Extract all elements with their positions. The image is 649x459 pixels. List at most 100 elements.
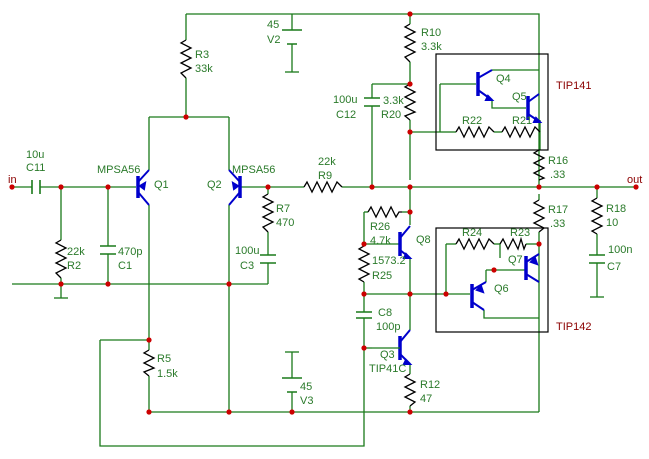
capacitor-c11 (31, 180, 41, 194)
label-c12-value: 100u (333, 94, 357, 106)
capacitor-c3 (260, 254, 276, 264)
label-q7: Q7 (508, 254, 523, 266)
label-q3-type: TIP41C (369, 363, 406, 375)
resistor-r24 (455, 237, 495, 251)
tip142-box (435, 227, 549, 333)
label-c8-value: 100p (376, 321, 400, 333)
resistor-r20 (403, 83, 417, 121)
label-v2: V2 (267, 34, 280, 46)
label-c11-value: 10u (26, 149, 44, 161)
label-r24: R24 (462, 227, 482, 239)
resistor-r3 (179, 39, 193, 79)
resistor-r9 (303, 180, 343, 194)
label-c3-value: 100u (235, 245, 259, 257)
label-tip142: TIP142 (556, 321, 591, 333)
transistor-q8 (398, 225, 413, 259)
resistor-r16 (532, 149, 546, 181)
label-q3: Q3 (380, 349, 395, 361)
label-q1-type: MPSA56 (97, 164, 140, 176)
batteries (282, 29, 302, 393)
label-r18: R18 (606, 203, 626, 215)
transistor-q7 (524, 253, 540, 283)
label-v3: V3 (300, 395, 313, 407)
tip141-box (435, 53, 549, 151)
output-terminal[interactable] (633, 184, 639, 190)
battery-v2 (282, 29, 302, 45)
label-r20: R20 (381, 109, 401, 121)
label-r25-value: 1573.2 (372, 255, 406, 267)
capacitor-c8 (356, 311, 372, 319)
label-r10-value: 3.3k (421, 41, 442, 53)
label-r17-value: .33 (550, 218, 565, 230)
capacitors (31, 97, 605, 319)
label-r5: R5 (157, 353, 171, 365)
label-c3: C3 (240, 260, 254, 272)
resistor-r12 (403, 373, 417, 407)
label-in: in (8, 174, 17, 186)
battery-v3 (282, 377, 302, 393)
label-q8: Q8 (416, 234, 431, 246)
label-r17: R17 (548, 204, 568, 216)
label-r25: R25 (372, 270, 392, 282)
label-c8: C8 (378, 307, 392, 319)
wires (12, 13, 636, 447)
label-r2-value: 22k (67, 246, 85, 258)
capacitor-c1 (100, 245, 116, 255)
transistor-q3 (398, 329, 413, 365)
label-q5: Q5 (512, 91, 527, 103)
label-tip141: TIP141 (556, 80, 591, 92)
label-out: out (627, 174, 642, 186)
label-c1-value: 470p (118, 246, 142, 258)
resistor-r10 (403, 23, 417, 63)
label-r16: R16 (548, 155, 568, 167)
label-r2: R2 (67, 260, 81, 272)
input-terminal[interactable] (9, 184, 15, 190)
label-r7: R7 (276, 203, 290, 215)
resistor-r17 (532, 199, 546, 233)
label-q4: Q4 (496, 73, 511, 85)
resistor-r5 (142, 349, 156, 377)
label-r26: R26 (370, 221, 390, 233)
resistor-r25 (357, 245, 371, 283)
label-r3-value: 33k (195, 63, 213, 75)
label-c11: C11 (26, 162, 45, 174)
resistor-r7 (261, 193, 275, 233)
label-r3: R3 (195, 49, 209, 61)
label-r26-value: 4.7k (370, 235, 391, 247)
label-q2: Q2 (207, 179, 222, 191)
resistors (54, 23, 604, 407)
resistor-r22 (455, 125, 495, 139)
label-r9-value: 22k (318, 156, 336, 168)
resistor-r23 (499, 236, 527, 251)
label-r18-value: 10 (606, 217, 618, 229)
label-r9: R9 (318, 170, 332, 182)
label-r22: R22 (462, 115, 482, 127)
label-r23: R23 (510, 227, 530, 239)
resistor-r18 (590, 197, 604, 235)
transistor-q2 (228, 169, 242, 206)
transistor-q6 (470, 281, 487, 311)
label-c7: C7 (607, 261, 621, 273)
resistor-r21 (501, 125, 541, 139)
labels: in out 10u C11 22k R2 470p C1 MPSA56 Q1 … (8, 19, 642, 407)
label-q2-type: MPSA56 (232, 164, 275, 176)
label-r21: R21 (512, 115, 532, 127)
transistor-q1 (136, 169, 150, 206)
label-r7-value: 470 (276, 217, 294, 229)
capacitor-c12 (364, 97, 380, 107)
resistor-r2 (54, 239, 68, 279)
capacitor-c7 (589, 254, 605, 264)
transistor-q5 (526, 93, 543, 123)
junction-dots (9, 11, 639, 415)
label-c12: C12 (336, 109, 356, 121)
label-v3-value: 45 (300, 381, 312, 393)
label-r12: R12 (420, 379, 440, 391)
label-v2-value: 45 (267, 19, 279, 31)
label-r10: R10 (421, 27, 441, 39)
label-r16-value: .33 (550, 169, 565, 181)
transistor-q4 (476, 69, 495, 101)
label-r5-value: 1.5k (157, 368, 178, 380)
label-c1: C1 (118, 260, 132, 272)
